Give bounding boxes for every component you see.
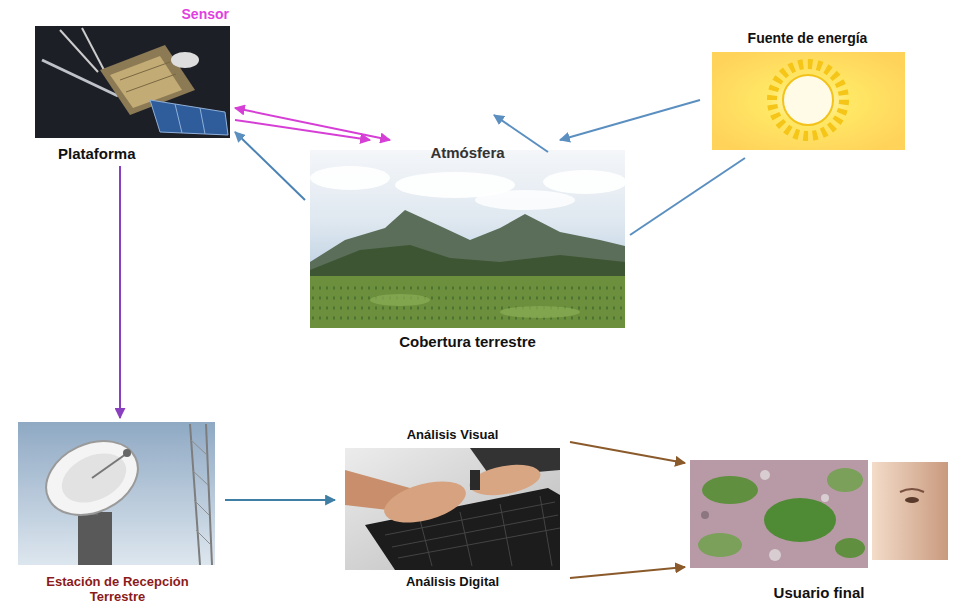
antenna-picture bbox=[18, 422, 215, 565]
energy-source-label: Fuente de energía bbox=[748, 30, 868, 46]
end-user-node: Usuario final bbox=[685, 455, 953, 603]
end-user-label: Usuario final bbox=[774, 584, 865, 601]
signal-arrow bbox=[119, 166, 121, 418]
platform-label: Plataforma bbox=[58, 145, 136, 162]
land-cover-node: AtmósferaCobertura terrestre bbox=[305, 140, 630, 352]
atmosphere-label: Atmósfera bbox=[430, 144, 504, 161]
signal-arrow bbox=[225, 499, 335, 501]
signal-arrow bbox=[570, 567, 685, 578]
sun-picture bbox=[712, 52, 905, 150]
computer-picture bbox=[345, 448, 560, 570]
signal-arrow bbox=[235, 132, 305, 200]
energy-source-node: Fuente de energía bbox=[700, 30, 915, 158]
signal-arrow bbox=[235, 108, 390, 140]
satellite-picture bbox=[35, 26, 230, 138]
signal-arrow bbox=[570, 442, 685, 463]
digital-analysis-label: Análisis Digital bbox=[406, 575, 499, 590]
face-picture bbox=[872, 462, 948, 560]
visual-analysis-label: Análisis Visual bbox=[407, 428, 499, 443]
signal-arrow bbox=[560, 100, 700, 140]
signal-arrow bbox=[235, 120, 370, 140]
signal-arrow bbox=[630, 158, 745, 235]
map-picture bbox=[690, 460, 868, 568]
ground-station-node: Estación de Recepción Terrestre bbox=[10, 418, 225, 606]
land-cover-label: Cobertura terrestre bbox=[399, 333, 536, 350]
ground-station-label: Estación de Recepción Terrestre bbox=[23, 574, 213, 604]
platform-node: SensorPlataforma bbox=[30, 4, 235, 166]
sensor-label: Sensor bbox=[182, 6, 229, 22]
landscape-picture bbox=[310, 115, 627, 328]
analysis-node: Análisis VisualAnálisis Digital bbox=[335, 428, 570, 592]
